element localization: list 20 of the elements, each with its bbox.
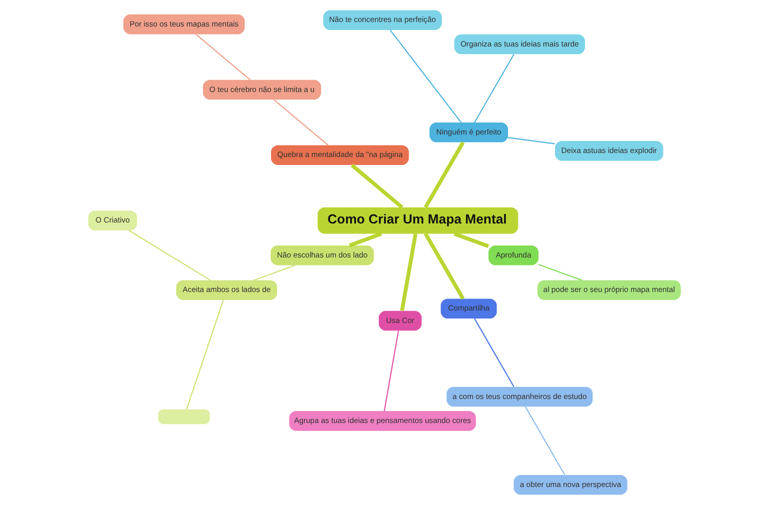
connector: [186, 300, 224, 410]
connector: [350, 164, 403, 209]
connector: [400, 234, 417, 312]
connector: [423, 232, 464, 300]
connector: [128, 230, 210, 281]
connector: [348, 232, 382, 248]
node-box: [158, 409, 210, 424]
connector: [423, 141, 464, 208]
node-box: Como Criar Um Mapa Mental: [317, 207, 518, 234]
connector: [389, 30, 462, 123]
connector: [538, 264, 582, 281]
connector: [474, 54, 514, 123]
connector: [253, 264, 295, 281]
connector: [383, 330, 398, 412]
connector: [507, 137, 554, 144]
connector: [524, 406, 565, 476]
connector: [474, 318, 514, 387]
connector: [195, 34, 250, 80]
connector: [453, 232, 489, 248]
connector: [273, 99, 328, 146]
